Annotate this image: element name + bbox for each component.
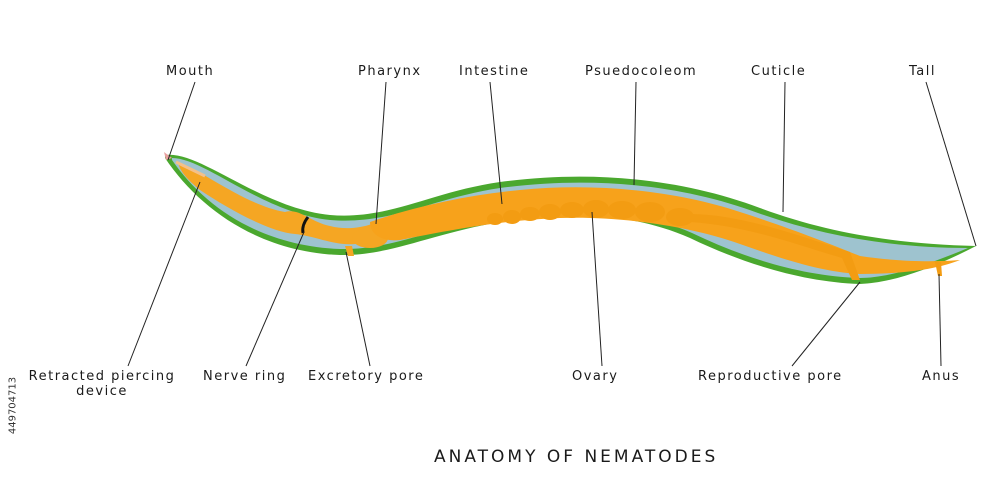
label-pharynx: Pharynx	[358, 64, 422, 79]
label-cuticle: Cuticle	[751, 64, 806, 79]
diagram-title: ANATOMY OF NEMATODES	[434, 447, 718, 467]
label-pseudocoelom: Psuedocoleom	[585, 64, 697, 79]
leader-ovary	[592, 212, 602, 366]
label-excretory-pore: Excretory pore	[308, 369, 424, 384]
label-nerve-ring: Nerve ring	[203, 369, 286, 384]
label-retracted-piercing-device: Retracted piercing device	[20, 369, 184, 399]
leader-tail	[926, 82, 976, 246]
label-ovary: Ovary	[572, 369, 618, 384]
leader-nerve-ring	[246, 232, 304, 366]
leader-pseudocoelom	[634, 82, 636, 185]
anus-duct	[935, 262, 942, 276]
leader-cuticle	[783, 82, 785, 212]
label-mouth: Mouth	[166, 64, 214, 79]
leader-reproductive	[792, 282, 860, 366]
label-retracted-line2: device	[20, 384, 184, 399]
label-reproductive-pore: Reproductive pore	[698, 369, 843, 384]
label-tail: Tall	[909, 64, 936, 79]
leader-excretory	[346, 252, 370, 366]
label-anus: Anus	[922, 369, 960, 384]
leader-mouth	[168, 82, 195, 160]
leader-anus	[939, 274, 941, 366]
leader-pharynx	[376, 82, 386, 224]
label-retracted-line1: Retracted piercing	[20, 369, 184, 384]
stock-id: 449704713	[8, 371, 19, 441]
leader-retracted	[128, 182, 200, 366]
label-intestine: Intestine	[459, 64, 529, 79]
